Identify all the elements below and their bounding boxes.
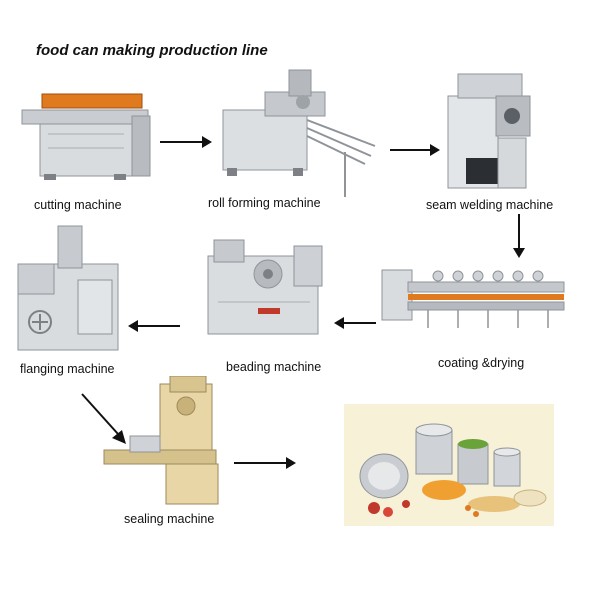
roll-forming-machine-label: roll forming machine	[208, 196, 321, 210]
flanging-machine-image	[12, 224, 124, 356]
flow-arrow-7	[232, 455, 298, 476]
seam-welding-machine-image	[438, 66, 538, 196]
flanging-machine-label: flanging machine	[20, 362, 115, 376]
coating-drying-label: coating &drying	[438, 356, 525, 370]
flow-arrow-3	[511, 212, 527, 265]
flow-arrow-1	[158, 134, 214, 155]
beading-machine-image	[198, 236, 338, 346]
flow-arrow-5	[126, 318, 182, 339]
sealing-machine-label: sealing machine	[124, 512, 215, 526]
flow-arrow-2	[388, 142, 442, 163]
coating-drying-machine-image	[378, 258, 568, 344]
cutting-machine-label: cutting machine	[34, 198, 122, 212]
beading-machine-label: beading machine	[226, 360, 322, 374]
food-cans-image	[344, 404, 554, 526]
cutting-machine-image	[14, 88, 154, 183]
flow-arrow-4	[332, 315, 378, 336]
seam-welding-machine-label: seam welding machine	[426, 198, 554, 212]
diagram-title: food can making production line	[36, 42, 268, 59]
flow-arrow-6	[80, 392, 130, 451]
roll-forming-machine-image	[215, 62, 380, 202]
sealing-machine-image	[100, 376, 230, 508]
